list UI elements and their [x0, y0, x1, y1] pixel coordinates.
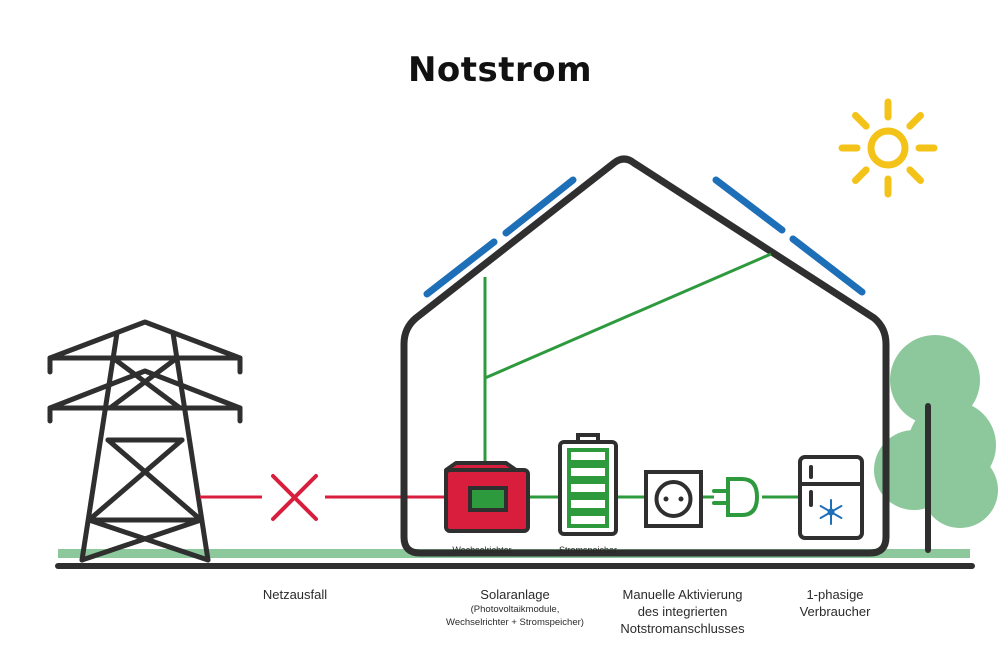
caption-grid-failure-text: Netzausfall	[262, 587, 328, 602]
caption-consumer-1: 1-phasige	[806, 587, 864, 602]
caption-manual-2: des integrierten	[637, 604, 728, 619]
tree-icon	[874, 335, 998, 553]
sun-ray	[852, 166, 870, 184]
caption-grid-failure: Netzausfall	[235, 586, 355, 603]
caption-solar: Solaranlage (Photovoltaikmodule, Wechsel…	[425, 586, 605, 629]
house-icon	[400, 155, 890, 557]
pylon-icon	[47, 319, 243, 563]
sun-ray	[852, 112, 870, 130]
solar-panel-icon	[423, 176, 577, 298]
caption-solar-sub-2: Wechselrichter + Stromspeicher)	[446, 617, 584, 628]
socket-icon	[644, 470, 703, 528]
sun-ray	[906, 166, 924, 184]
inverter-label: Wechselrichter	[452, 545, 512, 555]
storage-label: Stromspeicher	[558, 545, 618, 555]
battery-icon	[558, 433, 618, 536]
page-title: Notstrom	[407, 50, 593, 90]
energy-line	[483, 252, 800, 499]
plug-icon	[712, 477, 760, 517]
battery-bar	[567, 496, 609, 512]
cross-icon	[271, 474, 318, 521]
caption-solar-title: Solaranlage	[480, 587, 550, 602]
battery-bar	[567, 464, 609, 480]
caption-manual-3: Notstromanschlusses	[620, 621, 745, 636]
inverter-icon	[444, 461, 530, 533]
battery-bar	[567, 512, 609, 528]
battery-bar	[567, 448, 609, 464]
caption-consumer: 1-phasige Verbraucher	[780, 586, 890, 620]
battery-level	[567, 448, 609, 528]
solar-panel-icon	[712, 176, 866, 296]
caption-consumer-2: Verbraucher	[799, 604, 871, 619]
sun-ray	[906, 112, 924, 130]
fridge-icon	[798, 455, 864, 540]
caption-manual-1: Manuelle Aktivierung	[622, 587, 743, 602]
sun-icon	[838, 98, 938, 198]
caption-solar-sub-1: (Photovoltaikmodule,	[470, 604, 560, 615]
battery-bar	[567, 480, 609, 496]
caption-manual: Manuelle Aktivierung des integrierten No…	[600, 586, 765, 637]
snowflake-icon	[819, 499, 843, 525]
